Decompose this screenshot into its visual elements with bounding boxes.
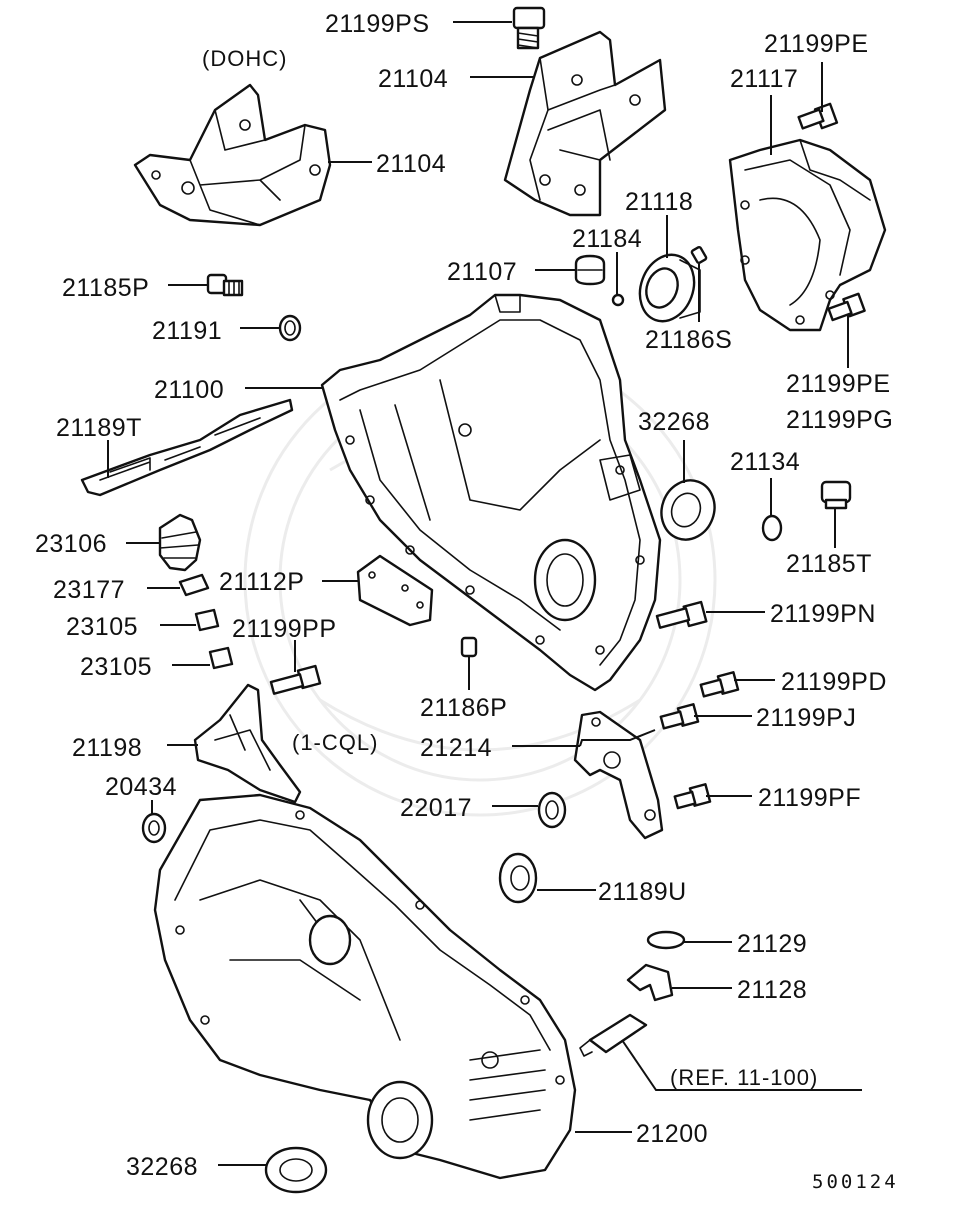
dowel-21186p[interactable] (460, 636, 478, 658)
bracket-21104-top[interactable] (503, 30, 667, 217)
cover-21117[interactable] (728, 138, 887, 332)
label-21199PE-top: 21199PE (764, 30, 869, 58)
label-21104-dohc: 21104 (376, 150, 446, 178)
plug-21185t[interactable] (820, 480, 852, 510)
bolt-21199pf[interactable] (673, 783, 712, 810)
bushing-23177[interactable] (178, 573, 210, 597)
label-21104-top: 21104 (378, 65, 448, 93)
label-21199PJ: 21199PJ (756, 704, 856, 732)
washer-21191[interactable] (278, 314, 302, 342)
label-21185P: 21185P (62, 274, 149, 302)
label-21199PD: 21199PD (781, 668, 887, 696)
diagram-code: 500124 (812, 1171, 899, 1193)
label-21189U: 21189U (598, 878, 687, 906)
plug-21107[interactable] (574, 254, 606, 286)
label-23105-b: 23105 (80, 653, 152, 681)
part-labels: 21199PS 21104 21104 21199PE 21117 21118 … (35, 10, 899, 1193)
cover-21112p[interactable] (356, 554, 434, 627)
label-21199PS: 21199PS (325, 10, 430, 38)
label-21199PF: 21199PF (758, 784, 861, 812)
cap-21189u[interactable] (498, 852, 538, 904)
label-23177: 23177 (53, 576, 125, 604)
label-32268-bottom: 32268 (126, 1153, 198, 1181)
label-21214: 21214 (420, 734, 492, 762)
screw-21184[interactable] (611, 293, 625, 307)
label-21134: 21134 (730, 448, 800, 476)
bolt-21199pn[interactable] (655, 600, 708, 629)
label-21100: 21100 (154, 376, 224, 404)
label-23105-a: 23105 (66, 613, 138, 641)
label-21199PE-bottom: 21199PE (786, 370, 891, 398)
bracket-21198[interactable] (193, 683, 302, 804)
label-21200: 21200 (636, 1120, 708, 1148)
bushing-23105-b[interactable] (208, 646, 234, 670)
bushing-23105-a[interactable] (194, 608, 220, 632)
label-21199PN: 21199PN (770, 600, 876, 628)
leader-lines (107, 21, 862, 1166)
case-21200[interactable] (153, 793, 577, 1180)
label-21118: 21118 (625, 188, 693, 216)
cap-21129[interactable] (646, 930, 686, 950)
bolt-21199pe-top[interactable] (797, 102, 839, 130)
bolt-21199pd[interactable] (699, 671, 740, 698)
label-20434: 20434 (105, 773, 177, 801)
label-22017: 22017 (400, 794, 472, 822)
seal-21118[interactable] (631, 247, 703, 329)
label-32268-top: 32268 (638, 408, 710, 436)
label-21112P: 21112P (219, 568, 304, 596)
pin-21186s[interactable] (690, 245, 708, 265)
label-21186P: 21186P (420, 694, 507, 722)
label-21198: 21198 (72, 734, 142, 762)
note-ref: (REF. 11-100) (670, 1065, 818, 1090)
label-21107: 21107 (447, 258, 517, 286)
plate-21189t[interactable] (80, 398, 294, 497)
label-21186S: 21186S (645, 326, 732, 354)
plug-21185p[interactable] (206, 273, 244, 297)
sealant-tube[interactable] (579, 1013, 648, 1057)
clip-21128[interactable] (626, 963, 674, 1002)
bolt-21199pp[interactable] (269, 664, 322, 695)
bracket-21104-dohc[interactable] (133, 83, 332, 227)
label-21191: 21191 (152, 317, 222, 345)
seal-32268-top[interactable] (653, 473, 722, 547)
seal-20434[interactable] (141, 812, 167, 844)
bolt-21199pj[interactable] (659, 703, 700, 730)
label-23106: 23106 (35, 530, 107, 558)
label-21199PP: 21199PP (232, 615, 337, 643)
label-21199PG: 21199PG (786, 406, 893, 434)
seal-32268-bottom[interactable] (264, 1146, 328, 1194)
housing-21100[interactable] (320, 293, 662, 692)
bracket-21214[interactable] (573, 710, 664, 840)
label-21129: 21129 (737, 930, 807, 958)
label-21184: 21184 (572, 225, 642, 253)
boot-23106[interactable] (158, 513, 202, 572)
bolt-21199ps[interactable] (512, 6, 546, 50)
note-cql: (1-CQL) (292, 730, 378, 755)
bolt-21199pe-bottom[interactable] (827, 292, 866, 322)
label-21128: 21128 (737, 976, 807, 1004)
seal-22017[interactable] (537, 791, 567, 829)
note-dohc: (DOHC) (202, 46, 287, 71)
label-21189T: 21189T (56, 414, 142, 442)
oring-21134[interactable] (761, 514, 783, 542)
label-21185T: 21185T (786, 550, 872, 578)
label-21117: 21117 (730, 65, 798, 93)
